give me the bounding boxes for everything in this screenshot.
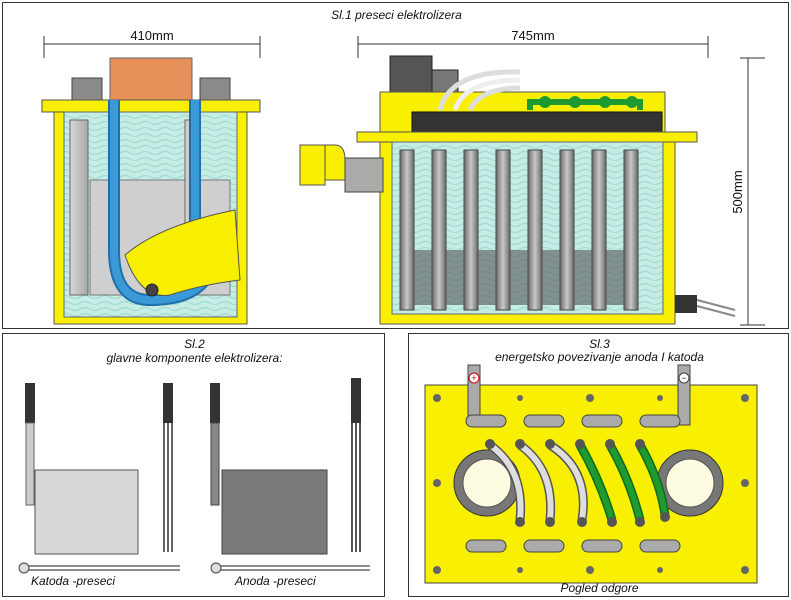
dimension-500: 500mm <box>730 170 745 213</box>
dimension-410: 410mm <box>130 28 173 43</box>
figure-3-subtitle: energetsko povezivanje anoda I katoda <box>495 350 704 364</box>
cross-section-410mm <box>41 36 261 325</box>
figure-2-title: Sl.2 <box>184 337 205 351</box>
anode-diagram <box>210 378 370 574</box>
left-porthole <box>453 449 521 517</box>
figure-2-subtitle: glavne komponente elektrolizera: <box>106 351 283 365</box>
figure-3-caption: Pogled odgore <box>560 581 639 595</box>
anode-label: Anoda -preseci <box>235 574 316 588</box>
gray-hoses <box>487 441 588 521</box>
right-porthole <box>656 449 724 517</box>
svg-text:−: − <box>681 373 686 383</box>
dimension-745: 745mm <box>511 28 554 43</box>
cathode-label: Katoda -preseci <box>31 574 116 588</box>
green-hoses <box>576 442 670 522</box>
top-connector-row <box>465 414 681 428</box>
svg-text:+: + <box>471 373 476 383</box>
figure-3-title: Sl.3 <box>589 337 610 351</box>
cathode-diagram <box>18 383 180 574</box>
cross-section-745mm <box>299 36 765 326</box>
figure-1-title: Sl.1 preseci elektrolizera <box>331 8 462 22</box>
electrode-rods <box>399 149 639 311</box>
bottom-connector-row <box>465 539 681 553</box>
negative-terminal: − <box>677 364 691 426</box>
